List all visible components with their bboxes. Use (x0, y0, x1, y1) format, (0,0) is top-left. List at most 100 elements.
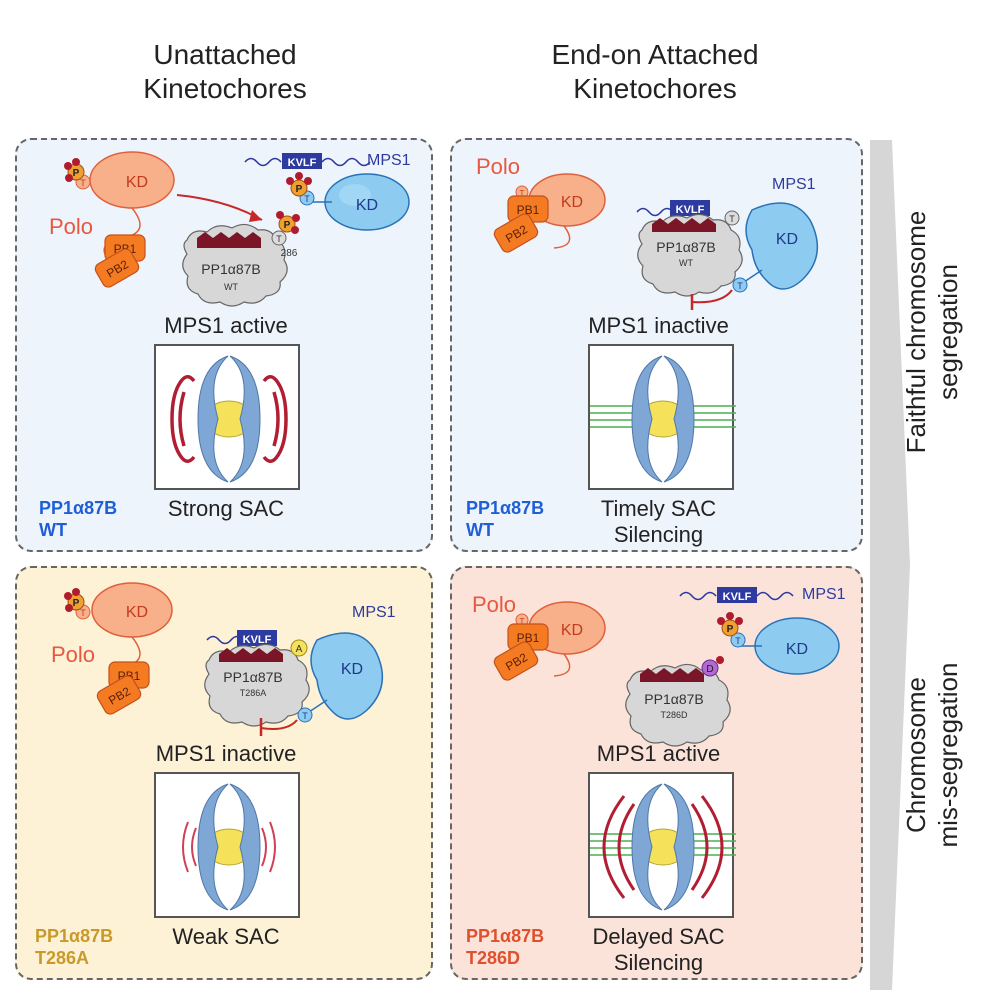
column-header-line1: Unattached (153, 39, 297, 70)
svg-text:PP1α87B: PP1α87B (201, 261, 260, 277)
svg-text:PP1α87B: PP1α87B (644, 691, 703, 707)
genotype-line1: PP1α87B (35, 926, 114, 946)
column-header-attached: End-on Attached Kinetochores (520, 38, 790, 106)
mps1-label: MPS1 (367, 152, 411, 169)
svg-text:P: P (73, 168, 80, 179)
svg-text:KD: KD (561, 622, 583, 639)
chromosome-box (154, 772, 300, 918)
genotype-label: PP1α87B T286D (466, 925, 544, 969)
side-label-line2: segregation (933, 264, 963, 400)
svg-text:P: P (284, 220, 291, 231)
pp1-phosphatase (625, 663, 731, 747)
panel-attached-t286d: KD T PB1 PB2 KVLF KD T P PP1α87B T286D D… (450, 566, 863, 980)
svg-text:KD: KD (786, 641, 808, 658)
svg-text:KVLF: KVLF (288, 157, 317, 169)
side-arrow (870, 140, 910, 990)
svg-text:T: T (304, 194, 310, 204)
sac-label: Strong SAC (17, 496, 435, 522)
svg-text:T286A: T286A (240, 688, 267, 698)
panel-unattached-t286a: KD T P PB1 PB2 KVLF PP1α87B T286A A KD T… (15, 566, 433, 980)
genotype-line1: PP1α87B (466, 498, 545, 518)
svg-text:KVLF: KVLF (243, 634, 272, 646)
svg-text:KD: KD (341, 661, 363, 678)
genotype-line2: T286A (35, 948, 90, 968)
sac-label-line1: Strong SAC (167, 496, 285, 521)
sac-label-line1: Delayed SAC (592, 924, 725, 949)
genotype-label: PP1α87B WT (39, 497, 117, 541)
svg-text:PP1α87B: PP1α87B (223, 669, 282, 685)
sac-label-line2: Silencing (613, 522, 704, 547)
kvlf-motif (717, 587, 757, 603)
svg-text:PP1α87B: PP1α87B (656, 239, 715, 255)
svg-text:T: T (302, 711, 308, 721)
polo-label: Polo (49, 214, 94, 239)
panel-attached-wt: KD T PB1 PB2 KVLF PP1α87B WT T KD T Polo… (450, 138, 863, 552)
mps1-kinase (310, 632, 384, 720)
svg-text:KVLF: KVLF (676, 204, 705, 216)
genotype-line2: WT (466, 520, 494, 540)
sac-label: Delayed SAC Silencing (452, 924, 865, 976)
svg-text:T: T (80, 178, 86, 188)
polo-label: Polo (472, 592, 517, 617)
svg-text:PB1: PB1 (517, 631, 540, 645)
column-header-unattached: Unattached Kinetochores (105, 38, 345, 106)
sac-label-line1: Timely SAC (600, 496, 717, 521)
pb2-domain (96, 675, 142, 715)
molecular-diagram: KD T PB1 PB2 KVLF KD T P PP1α87B T286D D (493, 587, 840, 747)
sac-label: Weak SAC (17, 924, 435, 950)
svg-text:KD: KD (356, 197, 378, 214)
kvlf-motif (237, 630, 277, 646)
panel-unattached-wt: KVLF KD T P KD T P PB1 PB2 PP1α87B WT (15, 138, 433, 552)
chromosome-illustration (182, 783, 276, 911)
column-header-line2: Kinetochores (143, 73, 307, 104)
chromosome-illustration (170, 355, 288, 483)
svg-text:KD: KD (126, 604, 148, 621)
svg-text:T: T (80, 608, 86, 618)
genotype-line2: T286D (466, 948, 521, 968)
pb2-domain (493, 641, 539, 681)
svg-text:A: A (296, 644, 303, 655)
mps1-status: MPS1 active (164, 313, 288, 338)
sac-label-line1: Weak SAC (172, 924, 280, 949)
svg-text:D: D (706, 664, 713, 675)
svg-text:P: P (73, 598, 80, 609)
svg-text:KD: KD (776, 231, 798, 248)
genotype-line2: WT (39, 520, 67, 540)
chromosome-illustration (590, 783, 736, 911)
chromosome-box (588, 772, 736, 918)
genotype-label: PP1α87B T286A (35, 925, 113, 969)
kvlf-motif (670, 200, 710, 216)
pb2-domain (94, 248, 140, 288)
mps1-label: MPS1 (802, 586, 846, 603)
molecular-diagram: KD T PB1 PB2 KVLF PP1α87B WT T KD T (493, 173, 819, 310)
svg-text:KD: KD (126, 174, 148, 191)
svg-text:P: P (296, 184, 303, 195)
chromosome-illustration (590, 355, 736, 483)
svg-text:WT: WT (679, 258, 693, 268)
mps1-label: MPS1 (772, 176, 816, 193)
mps1-status: MPS1 active (596, 741, 721, 766)
svg-text:T286D: T286D (660, 710, 688, 720)
polo-label: Polo (51, 642, 96, 667)
mps1-status: MPS1 inactive (155, 741, 297, 766)
side-label-faithful: Faithful chromosome segregation (900, 172, 970, 492)
column-header-line1: End-on Attached (551, 39, 759, 70)
svg-text:T: T (520, 617, 525, 626)
side-label-line1: Chromosome (901, 676, 931, 834)
svg-text:286: 286 (281, 248, 298, 259)
sac-label: Timely SAC Silencing (452, 496, 865, 548)
chromosome-box (588, 344, 736, 490)
svg-text:KD: KD (561, 194, 583, 211)
chromosome-box (154, 344, 300, 490)
kvlf-motif (282, 153, 322, 169)
svg-text:P: P (727, 624, 734, 635)
genotype-label: PP1α87B WT (466, 497, 544, 541)
pp1-phosphatase (637, 213, 743, 297)
mps1-status: MPS1 inactive (588, 313, 729, 338)
side-label-line1: Faithful chromosome (901, 210, 931, 454)
svg-text:T: T (737, 281, 743, 291)
mps1-kinase (745, 202, 819, 290)
molecular-diagram: KVLF KD T P KD T P PB1 PB2 PP1α87B WT (64, 151, 410, 307)
polo-label: Polo (476, 154, 521, 179)
svg-text:T: T (520, 189, 525, 198)
